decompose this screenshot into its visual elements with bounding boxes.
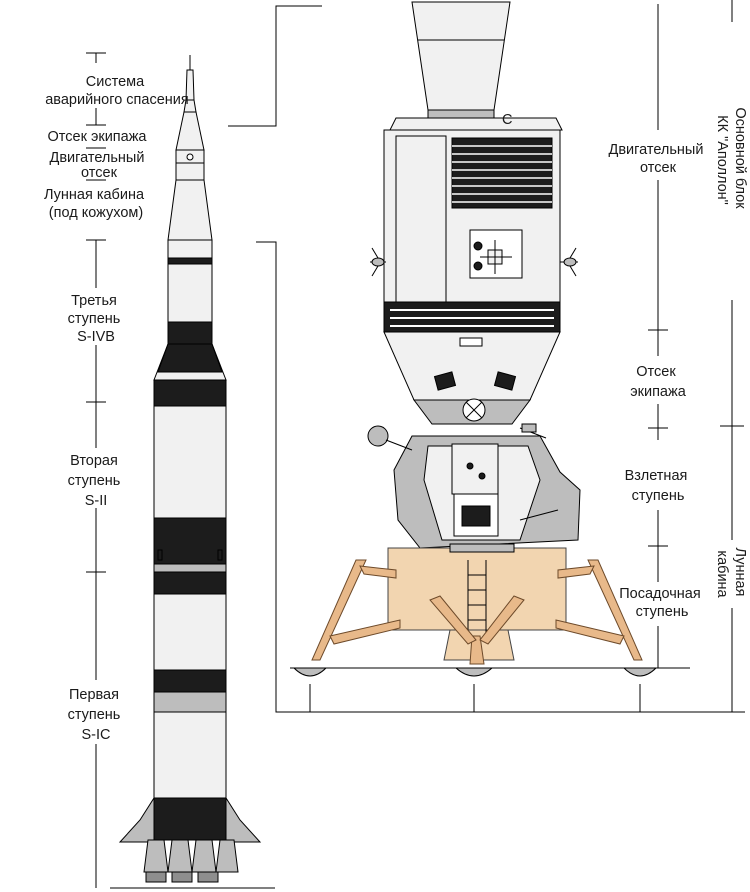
label-lm-vertical: Лунная кабина <box>714 548 748 601</box>
label-crew-compartment-left: Отсек экипажа <box>48 129 148 145</box>
side-thruster-left <box>370 247 386 277</box>
side-thruster-right <box>560 247 578 277</box>
left-labels: Система аварийного спасения Отсек экипаж… <box>44 74 189 743</box>
label-third-stage: Третья ступень S-IVB <box>68 293 125 345</box>
label-service-module-right: Двигательный отсек <box>609 142 708 176</box>
label-lm-under-shroud: Лунная кабина (под кожухом) <box>44 187 148 221</box>
label-first-stage: Первая ступень S-IC <box>68 687 125 743</box>
right-labels: Двигательный отсек Отсек экипажа Взлетна… <box>609 107 748 620</box>
ladder <box>467 560 487 640</box>
apollo-spacecraft-detail: C <box>290 1 690 712</box>
saturn-v-rocket <box>110 55 275 889</box>
label-service-module-left: Двигательный отсек <box>50 150 149 181</box>
connector-lines <box>228 5 745 713</box>
sm-marker: C <box>502 112 512 128</box>
label-ascent-stage: Взлетная ступень <box>625 468 692 504</box>
radiator-panel <box>451 137 553 209</box>
label-crew-compartment-right: Отсек экипажа <box>630 364 686 400</box>
right-dimension-lines <box>648 0 744 713</box>
label-second-stage: Вторая ступень S-II <box>68 453 125 509</box>
label-csm-vertical: Основной блок КК "Аполлон" <box>714 107 748 212</box>
label-les: Система аварийного спасения <box>45 74 189 108</box>
label-descent-stage: Посадочная ступень <box>619 586 705 620</box>
left-dimension-lines <box>86 52 106 888</box>
